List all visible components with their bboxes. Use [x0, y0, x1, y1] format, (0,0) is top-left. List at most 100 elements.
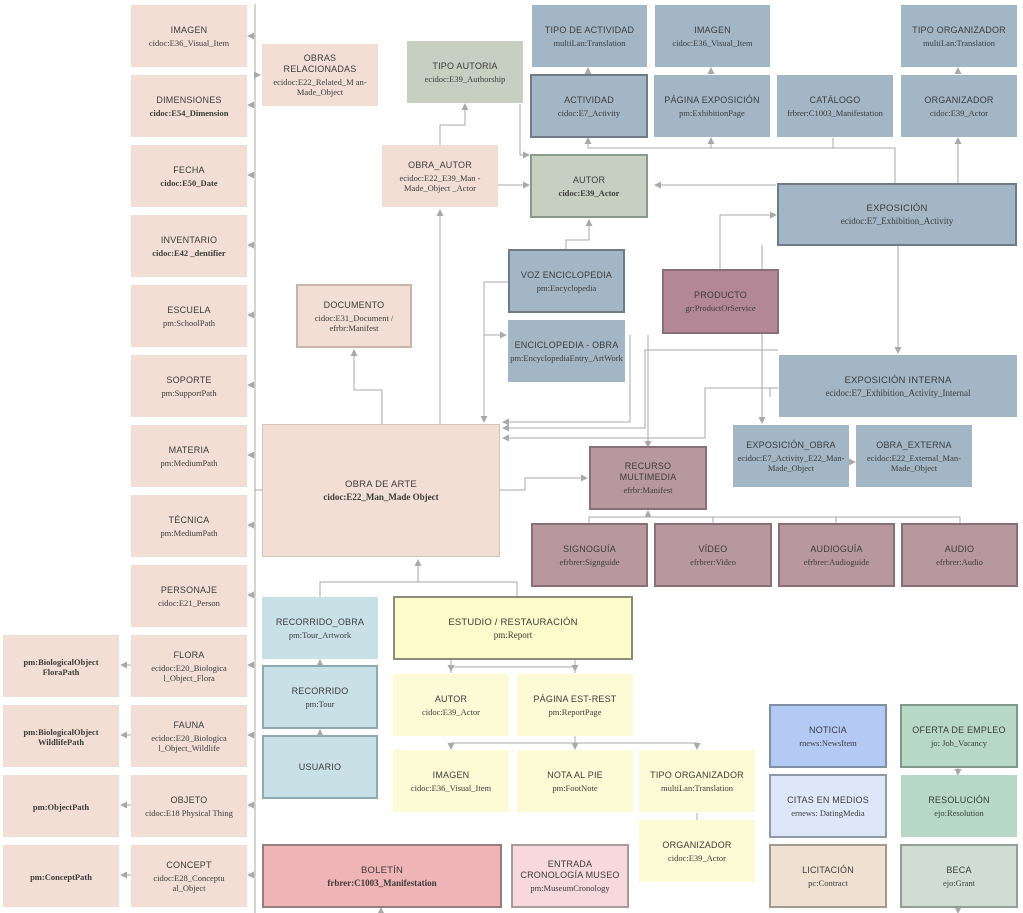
- node-dimensiones: DIMENSIONES cidoc:E54_Dimension: [131, 75, 247, 137]
- node-boletin: BOLETÍN frbrer:C1003_Manifestation: [262, 844, 502, 908]
- node-title: IMAGEN: [432, 769, 470, 780]
- node-title: NOTA AL PIE: [547, 769, 603, 780]
- node-title: EXPOSICIÓN: [866, 203, 928, 214]
- node-audio: AUDIO efrbrer:Audio: [901, 523, 1018, 587]
- node-class: cidoc:E54_Dimension: [149, 107, 229, 118]
- node-object-path: pm:ObjectPath: [3, 775, 119, 837]
- node-class: ecidoc:E22_External_Man-Made_Object: [867, 452, 961, 473]
- node-title: ORGANIZADOR: [924, 94, 994, 105]
- node-class: ecidoc:E20_Biologica l_Object_Wildlife: [151, 732, 227, 753]
- node-class: pm:ReportPage: [548, 706, 602, 717]
- node-nota-al-pie: NOTA AL PIE pm:FootNote: [517, 750, 633, 812]
- node-title: TIPO ORGANIZADOR: [650, 769, 744, 780]
- node-exposicion: EXPOSICIÓN ecidoc:E7_Exhibition_Activity: [777, 183, 1017, 246]
- node-title: OBJETO: [170, 794, 208, 805]
- node-class: jo: Job_Vacancy: [931, 737, 987, 748]
- node-title: AUTOR: [572, 174, 606, 185]
- node-title: VÍDEO: [698, 543, 728, 554]
- node-catalogo: CATÁLOGO frbrer:C1003_Manifestation: [777, 75, 893, 137]
- node-title: AUTOR: [434, 693, 468, 704]
- node-title: CITAS EN MEDIOS: [787, 794, 869, 805]
- node-obras-relacionadas: OBRAS RELACIONADAS ecidoc:E22_Related_M …: [262, 44, 378, 106]
- node-title: LICITACIÓN: [802, 864, 854, 875]
- node-title: TÉCNICA: [168, 514, 210, 525]
- node-class: pc:Contract: [808, 877, 848, 888]
- node-class: frbrer:C1003_Manifestation: [787, 107, 883, 118]
- node-tipo-actividad: TIPO DE ACTIVIDAD multiLan:Translation: [532, 5, 647, 67]
- node-autor: AUTOR cidoc:E39_Actor: [530, 154, 648, 218]
- node-class: cidoc:E22_Man_Made Object: [323, 492, 439, 502]
- node-title: PRODUCTO: [694, 290, 747, 300]
- node-class: ecidoc:E7_Activity_E22_Man-Made_Object: [737, 452, 845, 473]
- node-class: ecidoc:E7_Exhibition_Activity: [840, 216, 954, 226]
- node-video: VÍDEO efrbrer:Video: [654, 523, 772, 587]
- node-title: VOZ ENCICLOPEDIA: [520, 269, 613, 280]
- node-class: ecidoc:E20_Biologica l_Object_Flora: [151, 662, 227, 683]
- node-exposicion-interna: EXPOSICIÓN INTERNA ecidoc:E7_Exhibition_…: [779, 355, 1017, 417]
- node-producto: PRODUCTO gr:ProductOrService: [662, 269, 779, 334]
- node-class: efrbrer:Video: [690, 556, 736, 567]
- node-recorrido: RECORRIDO pm:Tour: [262, 665, 378, 729]
- node-title: USUARIO: [298, 761, 342, 772]
- node-estudio: ESTUDIO / RESTAURACIÓN pm:Report: [393, 596, 633, 660]
- node-noticia: NOTICIA rnews:NewsItem: [769, 704, 887, 768]
- node-organizador-est: ORGANIZADOR cidoc:E39_Actor: [639, 820, 755, 882]
- node-title: IMAGEN: [694, 24, 731, 35]
- node-title: RECORRIDO: [291, 685, 349, 696]
- node-licitacion: LICITACIÓN pc:Contract: [769, 844, 887, 908]
- node-class: pm:EncyclopediaEntry_ArtWork: [510, 352, 623, 363]
- node-class: ecidoc:E22_E39_Man -Made_Object _Actor: [399, 172, 481, 193]
- node-class: pm:Tour: [305, 698, 335, 709]
- node-title: DIMENSIONES: [156, 94, 222, 105]
- node-signoguia: SIGNOGUÍA efrbrer:Signguide: [531, 523, 648, 587]
- node-class: cidoc:E50_Date: [160, 177, 218, 188]
- node-class: ejo:Grant: [942, 877, 976, 888]
- node-enciclopedia-obra: ENCICLOPEDIA - OBRA pm:EncyclopediaEntry…: [508, 320, 625, 382]
- node-tipo-organizador-est: TIPO ORGANIZADOR multiLan:Translation: [639, 750, 755, 812]
- node-class: pm:BiologicalObject WildlifePath: [23, 727, 99, 747]
- node-title: OBRA_EXTERNA: [876, 439, 952, 450]
- node-recorrido-obra: RECORRIDO_OBRA pm:Tour_Artwork: [262, 597, 378, 659]
- node-title: ESTUDIO / RESTAURACIÓN: [448, 616, 578, 628]
- node-obra-externa: OBRA_EXTERNA ecidoc:E22_External_Man-Mad…: [856, 425, 972, 487]
- node-materia: MATERIA pm:MediumPath: [131, 425, 247, 487]
- node-title: FAUNA: [173, 719, 205, 730]
- node-citas-medios: CITAS EN MEDIOS ernews: DatingMedia: [769, 774, 887, 838]
- node-class: pm:BiologicalObject FloraPath: [23, 657, 99, 677]
- node-class: pm:SchoolPath: [163, 317, 215, 328]
- node-class: cidoc:E31_Document / efrbr:Manifest: [314, 312, 394, 333]
- node-title: ORGANIZADOR: [662, 839, 732, 850]
- node-title: DOCUMENTO: [323, 299, 385, 310]
- node-class: ecidoc:E39_Authorship: [424, 73, 506, 84]
- node-imagen-top: IMAGEN cidoc:E36_Visual_Item: [655, 5, 770, 67]
- node-title: IMAGEN: [170, 24, 208, 35]
- node-class: efrbrer:Signguide: [559, 556, 620, 567]
- node-title: EXPOSICIÓN_OBRA: [746, 439, 836, 450]
- node-class: cidoc:E42 _dentifier: [152, 247, 226, 258]
- node-class: multiLan:Translation: [661, 782, 733, 793]
- node-tecnica: TÉCNICA pm:MediumPath: [131, 495, 247, 557]
- node-title: EXPOSICIÓN INTERNA: [844, 374, 952, 386]
- node-class: cidoc:E36_Visual_Item: [672, 37, 753, 48]
- node-imagen-left: IMAGEN cidoc:E36_Visual_Item: [131, 5, 247, 67]
- node-imagen-est: IMAGEN cidoc:E36_Visual_Item: [393, 750, 509, 812]
- node-obra-autor: OBRA_AUTOR ecidoc:E22_E39_Man -Made_Obje…: [382, 145, 498, 207]
- node-title: INVENTARIO: [160, 234, 218, 245]
- node-title: SOPORTE: [166, 374, 212, 385]
- node-class: rnews:NewsItem: [799, 737, 857, 748]
- node-class: efrbrer:Audio: [936, 556, 983, 567]
- node-title: OBRAS RELACIONADAS: [283, 53, 357, 74]
- node-title: ESCUELA: [167, 304, 211, 315]
- node-class: cidoc:E28_Conceptu al_Object: [153, 872, 225, 893]
- node-obra-de-arte: OBRA DE ARTE cidoc:E22_Man_Made Object: [262, 424, 500, 557]
- node-class: multiLan:Translation: [923, 37, 995, 48]
- node-objeto: OBJETO cidoc:E18 Physical Thing: [131, 775, 247, 837]
- node-title: OFERTA DE EMPLEO: [912, 724, 1006, 735]
- node-class: ecidoc:E7_Exhibition_Activity_Internal: [825, 387, 971, 398]
- node-tipo-organizador-top: TIPO ORGANIZADOR multiLan:Translation: [901, 5, 1017, 67]
- node-title: MATERIA: [168, 444, 210, 455]
- node-title: CONCEPT: [166, 859, 212, 870]
- node-voz-enciclopedia: VOZ ENCICLOPEDIA pm:Encyclopedia: [508, 249, 625, 313]
- node-wildlife-path: pm:BiologicalObject WildlifePath: [3, 705, 119, 767]
- node-class: pm:MediumPath: [160, 457, 218, 468]
